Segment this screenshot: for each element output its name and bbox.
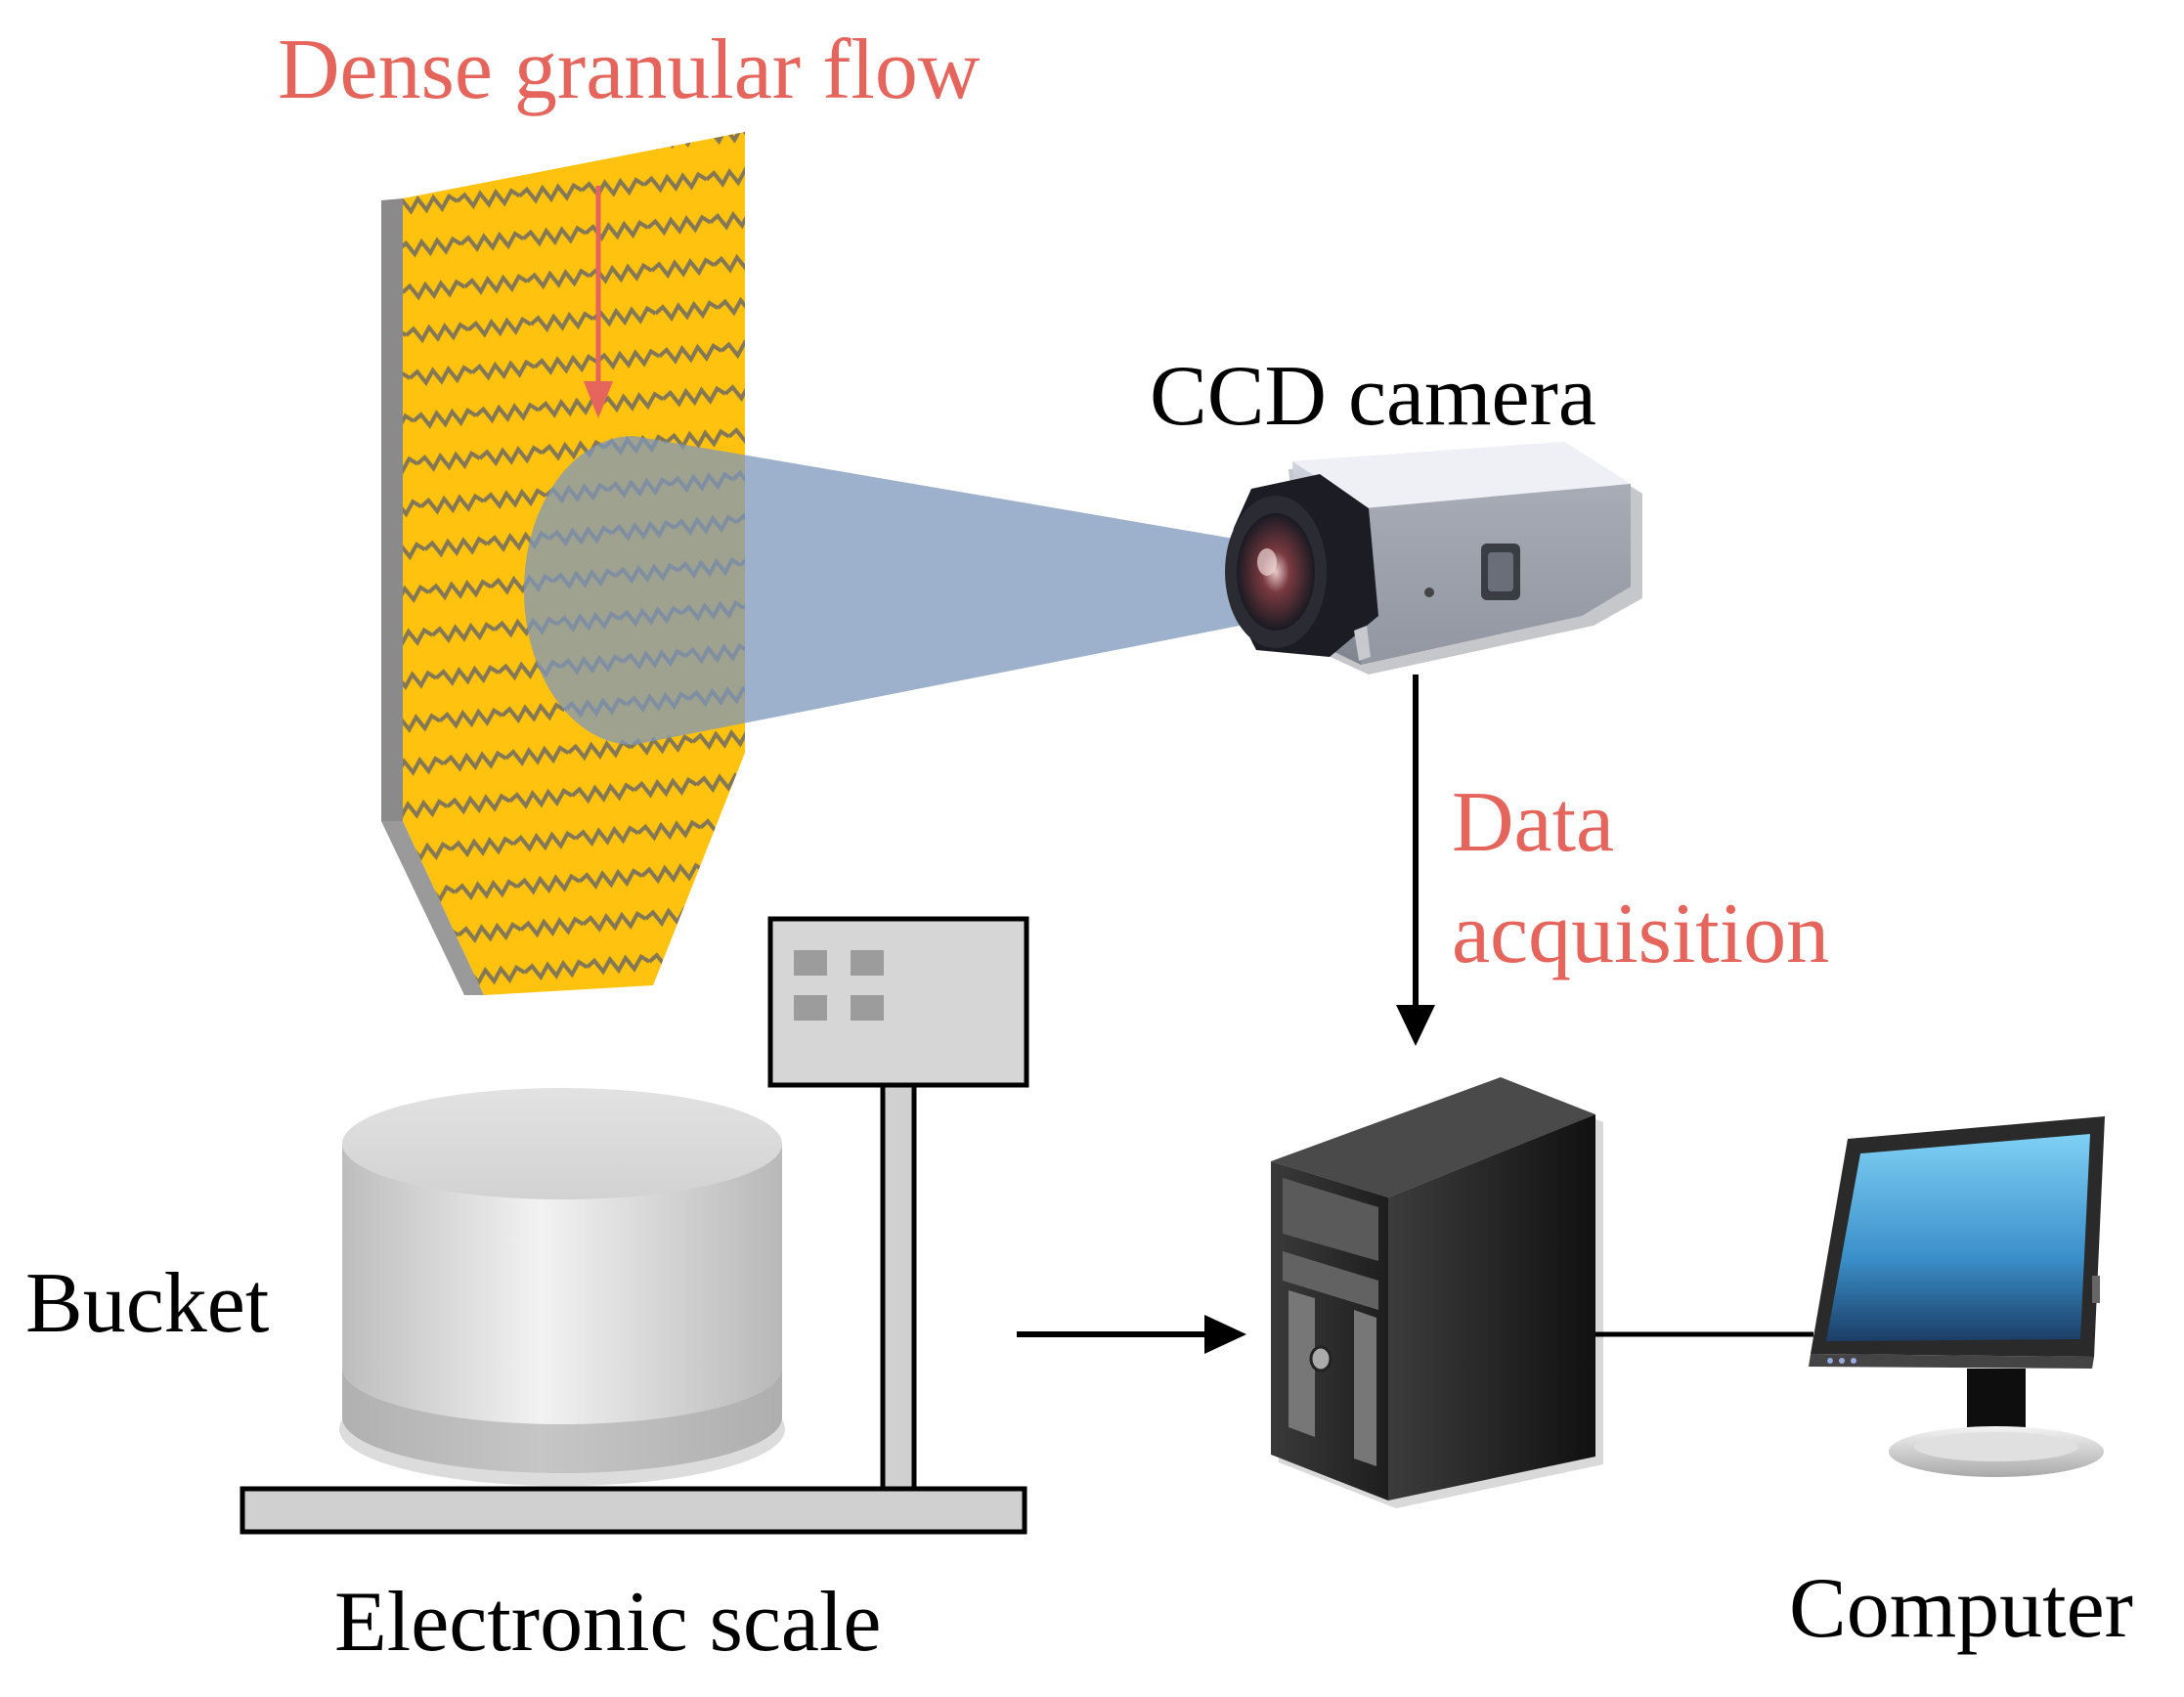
monitor-icon: [1809, 1116, 2105, 1477]
dense-granular-flow-label: Dense granular flow: [278, 22, 981, 117]
ccd-camera-label: CCD camera: [1150, 349, 1596, 444]
computer-label: Computer: [1789, 1561, 2133, 1656]
scale-to-computer-arrow: [1017, 1315, 1246, 1354]
bucket-label: Bucket: [25, 1256, 270, 1351]
ccd-camera-icon: [1225, 442, 1642, 674]
electronic-scale-label: Electronic scale: [334, 1575, 882, 1670]
pc-tower-icon: [1271, 1077, 1603, 1508]
flow-direction-arrow: [584, 186, 613, 418]
electronic-scale-icon: [240, 916, 1029, 1535]
bucket-icon: [339, 1088, 785, 1486]
data-acquisition-arrow: [1396, 674, 1435, 1046]
data-label: Data: [1452, 775, 1615, 870]
camera-view-beam: [524, 436, 1240, 745]
acquisition-label: acquisition: [1452, 887, 1830, 981]
